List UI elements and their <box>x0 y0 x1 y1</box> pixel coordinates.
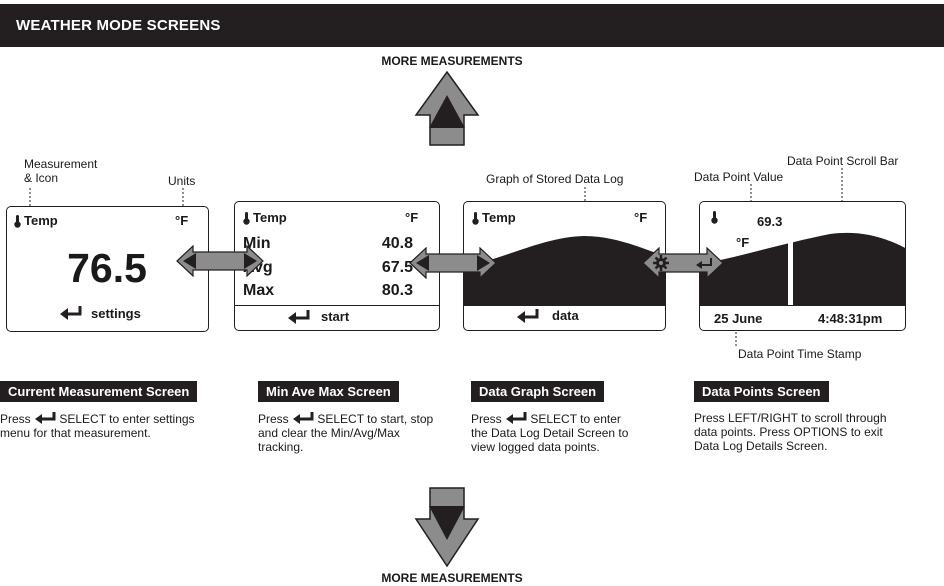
options-select-arrow[interactable] <box>642 247 724 279</box>
avg-value: 67.5 <box>381 259 413 276</box>
time-stamp-callout: Data Point Time Stamp <box>738 347 862 361</box>
caption-minmax-title: Min Ave Max Screen <box>258 381 399 402</box>
data-log-graph <box>464 236 665 305</box>
thermometer-icon <box>13 214 22 228</box>
measurement-name: Temp <box>24 213 58 228</box>
point-value-callout: Data Point Value <box>694 170 784 184</box>
header-bar <box>0 4 944 47</box>
right-arrow-icon <box>477 255 490 271</box>
caption-graph-title: Data Graph Screen <box>471 381 605 402</box>
caption-points-desc: Press LEFT/RIGHT to scroll through data … <box>694 411 887 453</box>
unit-label: °F <box>634 210 648 225</box>
down-arrow-button[interactable] <box>414 486 480 568</box>
min-value: 40.8 <box>381 235 413 252</box>
start-label[interactable]: start <box>321 309 350 324</box>
left-right-arrow-2[interactable] <box>409 247 497 279</box>
more-measurements-bottom-label: MORE MEASUREMENTS <box>381 571 523 585</box>
footer-divider <box>235 305 439 306</box>
max-label: Max <box>243 282 275 299</box>
thermometer-icon <box>471 211 480 225</box>
unit-label: °F <box>405 210 419 225</box>
graph-log-callout: Graph of Stored Data Log <box>486 172 624 186</box>
point-unit: °F <box>736 235 750 250</box>
left-arrow-icon <box>416 255 429 271</box>
point-value: 69.3 <box>757 214 783 229</box>
thermometer-icon <box>710 210 719 224</box>
current-measurement-screen: Temp °F 76.5 settings <box>6 206 209 332</box>
caption-graph-desc: Press SELECT to enter the Data Log Detai… <box>471 412 629 454</box>
caption-current-title: Current Measurement Screen <box>0 381 198 402</box>
min-avg-max-screen: Temp °F Min 40.8 Avg 67.5 Max 80.3 start <box>234 201 440 331</box>
enter-icon <box>696 258 712 269</box>
measurement-icon-callout: Measurement & Icon <box>24 157 98 185</box>
data-graph-screen: Temp °F data <box>463 201 666 331</box>
data-log-graph <box>700 232 905 305</box>
settings-enter-icon <box>59 305 83 320</box>
up-triangle-icon <box>429 95 465 128</box>
more-measurements-top-label: MORE MEASUREMENTS <box>381 54 523 68</box>
footer-divider <box>464 305 665 306</box>
caption-current-desc: Press SELECT to enter settings menu for … <box>0 412 195 440</box>
scroll-bar-callout: Data Point Scroll Bar <box>787 154 899 168</box>
scroll-bar <box>788 232 793 305</box>
unit-label: °F <box>175 213 189 228</box>
units-callout: Units <box>168 174 196 188</box>
measurement-name: Temp <box>253 210 287 225</box>
left-arrow-icon <box>183 253 196 269</box>
data-points-screen: 69.3 °F 25 June 4:48:31pm <box>699 201 906 331</box>
caption-minmax-desc: Press SELECT to start, stop and clear th… <box>258 412 434 454</box>
data-label[interactable]: data <box>552 308 579 323</box>
enter-icon <box>293 412 314 424</box>
left-right-arrow-1[interactable] <box>176 245 264 277</box>
settings-label[interactable]: settings <box>91 306 141 321</box>
min-label: Min <box>243 235 271 252</box>
measurement-name: Temp <box>482 210 516 225</box>
enter-icon <box>506 412 527 424</box>
page-title: WEATHER MODE SCREENS <box>16 17 221 34</box>
point-date: 25 June <box>714 311 763 326</box>
up-arrow-button[interactable] <box>414 70 480 147</box>
data-enter-icon <box>516 308 540 323</box>
down-triangle-icon <box>429 506 465 540</box>
point-time: 4:48:31pm <box>818 311 883 326</box>
gear-icon <box>653 255 669 271</box>
caption-points-title: Data Points Screen <box>694 381 829 402</box>
footer-divider <box>700 305 905 306</box>
max-value: 80.3 <box>381 282 413 299</box>
thermometer-icon <box>242 211 251 225</box>
current-value: 76.5 <box>67 245 147 291</box>
start-enter-icon <box>287 309 311 324</box>
enter-icon <box>35 412 56 424</box>
right-arrow-icon <box>244 253 257 269</box>
